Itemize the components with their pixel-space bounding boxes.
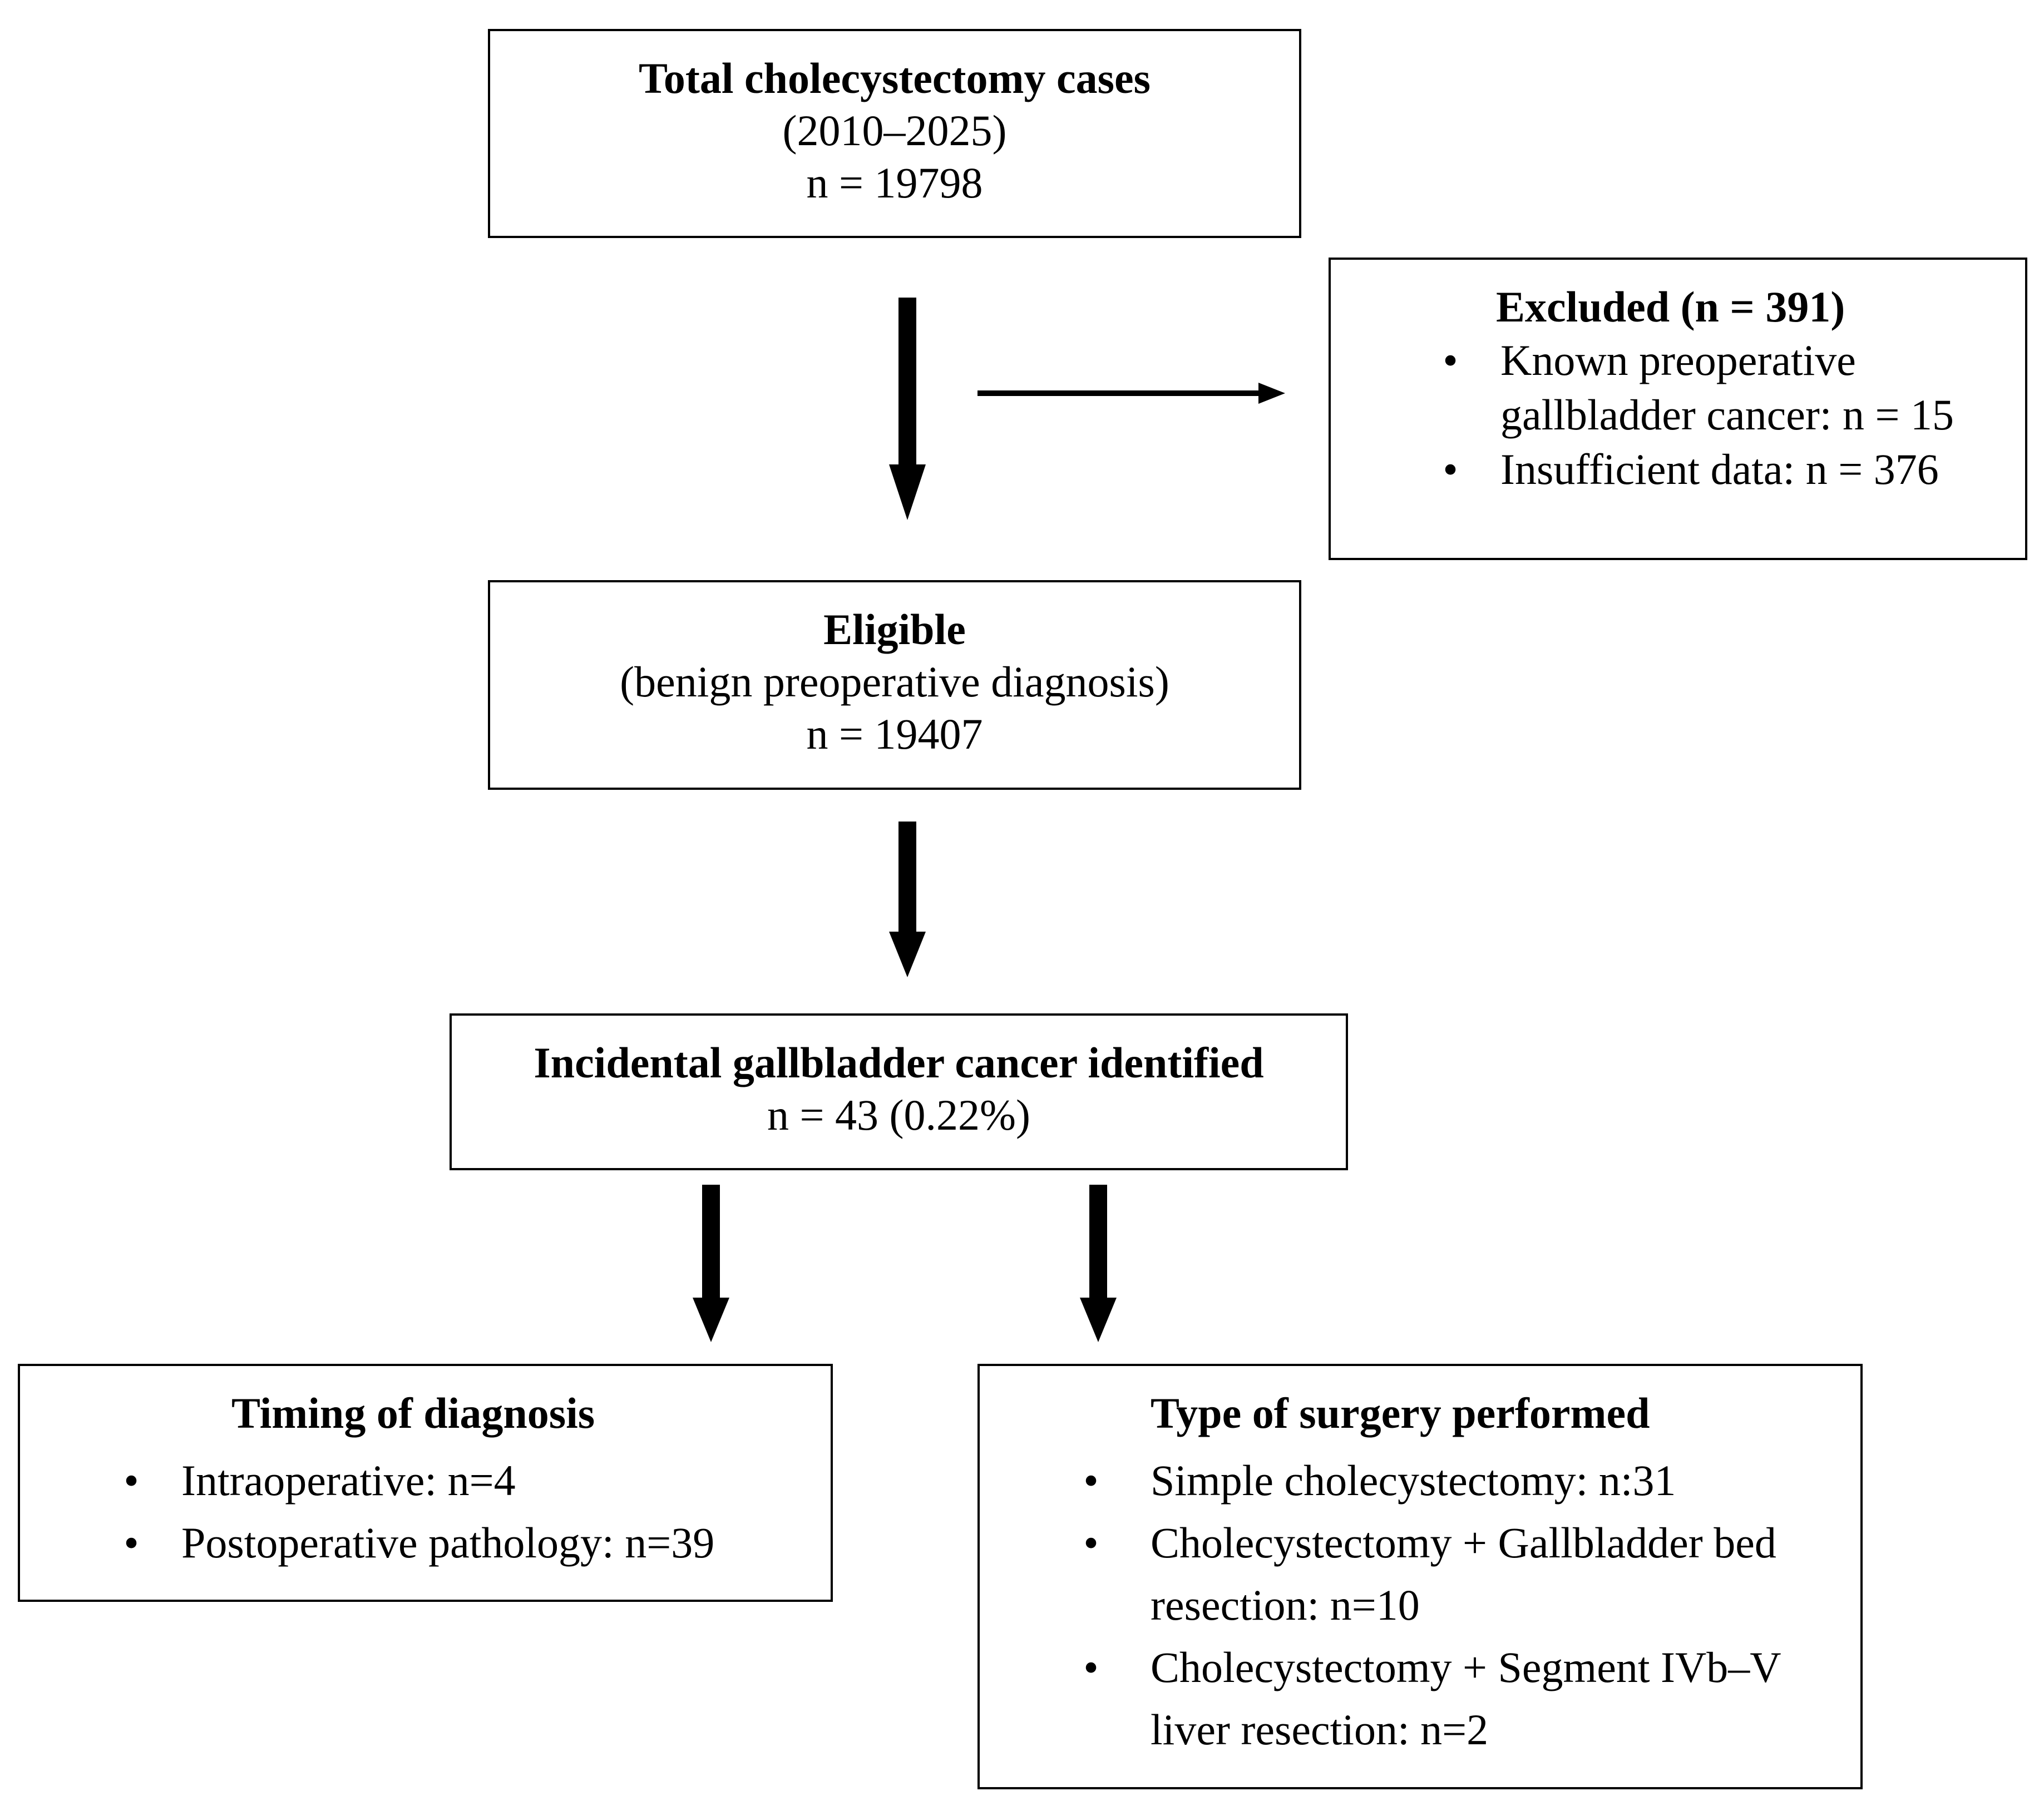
surgery-item: • Cholecystectomy + Gallbladder bed rese… <box>980 1512 1838 1636</box>
timing-title: Timing of diagnosis <box>231 1389 595 1437</box>
bullet-icon: • <box>1443 336 1458 384</box>
bullet-icon: • <box>1083 1643 1099 1691</box>
eligible-count: n = 19407 <box>806 710 983 758</box>
surgery-item: • Simple cholecystectomy: n:31 <box>980 1449 1838 1512</box>
total-cases-period: (2010–2025) <box>782 106 1007 155</box>
arrow-incidental-to-surgery <box>1080 1185 1117 1342</box>
arrow-total-to-eligible <box>889 298 926 520</box>
eligible-title: Eligible <box>823 605 966 654</box>
incidental-cancer-title: Incidental gallbladder cancer identified <box>534 1038 1264 1087</box>
eligible-subtitle: (benign preoperative diagnosis) <box>620 657 1169 706</box>
timing-item: • Intraoperative: n=4 <box>20 1449 831 1512</box>
bullet-icon: • <box>1083 1518 1099 1567</box>
arrow-incidental-to-timing <box>693 1185 729 1342</box>
total-cases-title: Total cholecystectomy cases <box>639 54 1151 102</box>
excluded-list: • Known preoperative gallbladder cancer:… <box>1331 333 2025 497</box>
arrow-to-excluded <box>977 383 1285 404</box>
excluded-title: Excluded (n = 391) <box>1496 283 1845 331</box>
bullet-icon: • <box>1443 445 1458 493</box>
surgery-type-box: Type of surgery performed • Simple chole… <box>977 1364 1863 1789</box>
surgery-type-list: • Simple cholecystectomy: n:31 • Cholecy… <box>980 1449 1860 1761</box>
bullet-icon: • <box>124 1518 139 1567</box>
timing-box: Timing of diagnosis • Intraoperative: n=… <box>18 1364 833 1602</box>
excluded-box: Excluded (n = 391) • Known preoperative … <box>1329 258 2027 560</box>
eligible-box: Eligible (benign preoperative diagnosis)… <box>488 580 1301 790</box>
bullet-icon: • <box>1083 1456 1099 1505</box>
bullet-icon: • <box>124 1456 139 1505</box>
surgery-item: • Cholecystectomy + Segment IVb–V liver … <box>980 1636 1838 1761</box>
incidental-cancer-box: Incidental gallbladder cancer identified… <box>450 1013 1348 1170</box>
incidental-cancer-count: n = 43 (0.22%) <box>767 1091 1030 1139</box>
surgery-type-title: Type of surgery performed <box>1151 1389 1650 1437</box>
timing-list: • Intraoperative: n=4 • Postoperative pa… <box>20 1449 831 1574</box>
excluded-item: • Known preoperative gallbladder cancer:… <box>1331 333 2025 442</box>
excluded-item: • Insufficient data: n = 376 <box>1331 442 2025 497</box>
total-cases-count: n = 19798 <box>806 159 983 207</box>
total-cases-box: Total cholecystectomy cases (2010–2025) … <box>488 29 1301 238</box>
arrow-eligible-to-incidental <box>889 822 926 977</box>
timing-item: • Postoperative pathology: n=39 <box>20 1512 831 1574</box>
